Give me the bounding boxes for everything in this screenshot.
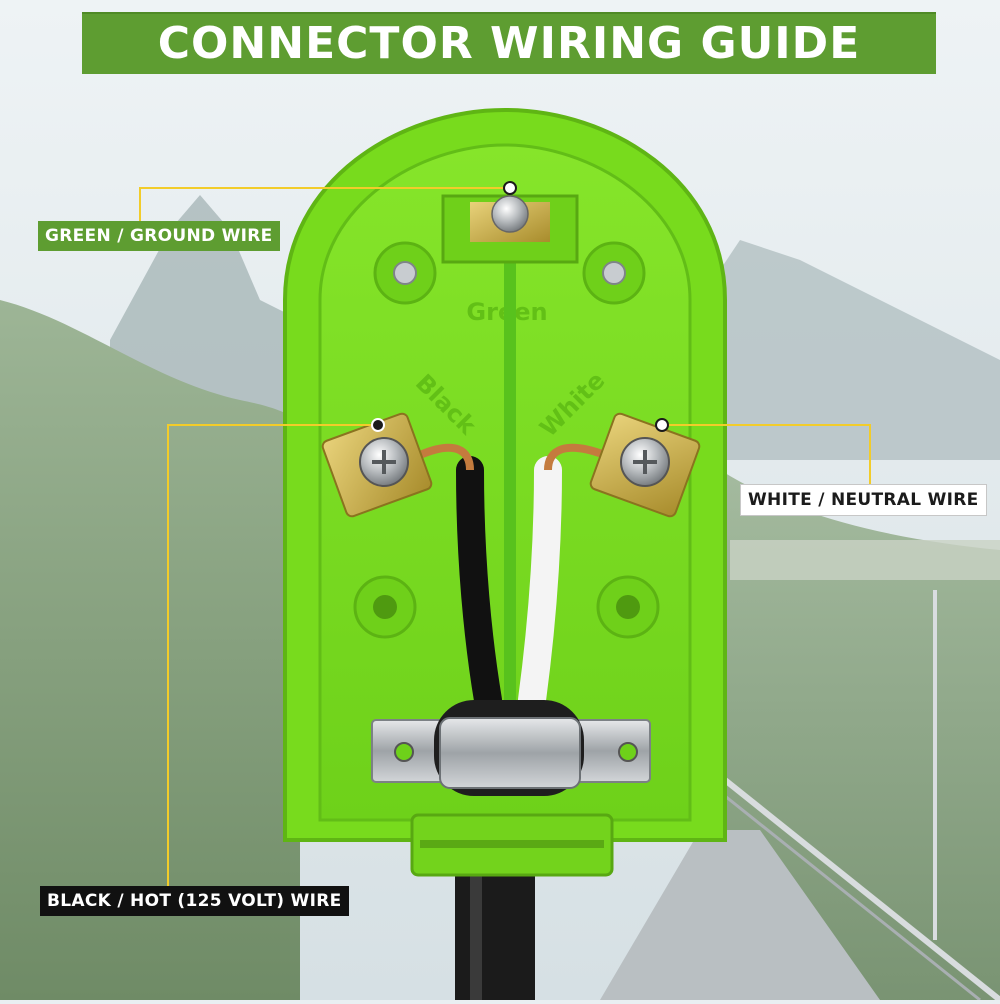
mounting-holes: [353, 241, 660, 639]
neutral-wire-label: WHITE / NEUTRAL WIRE: [740, 484, 987, 516]
forest-left: [0, 300, 300, 1000]
neutral-leader-line: [660, 424, 871, 484]
title-banner: CONNECTOR WIRING GUIDE: [82, 12, 936, 74]
white-wire: [518, 456, 562, 714]
leader-lines: [139, 187, 871, 890]
black-copper-strands: [418, 443, 474, 471]
valley-field: [730, 540, 1000, 580]
hot-wire-label: BLACK / HOT (125 VOLT) WIRE: [40, 886, 349, 916]
black-wire: [456, 456, 502, 714]
cord-highlight: [470, 870, 482, 1000]
ground-marker-dot: [503, 181, 517, 195]
hot-terminal: [321, 412, 433, 518]
strain-relief-groove: [420, 840, 604, 848]
page-title: CONNECTOR WIRING GUIDE: [157, 17, 861, 69]
bridge-rail-2: [704, 778, 981, 1002]
hot-marker-dot: [371, 418, 385, 432]
cable-clamp: [371, 700, 651, 796]
neutral-terminal: [589, 412, 701, 518]
bridge-rail: [698, 757, 1000, 1003]
hot-leader-line: [167, 424, 378, 890]
power-cord: [455, 870, 535, 1000]
forest-right: [720, 470, 1000, 1000]
mountain-right: [700, 240, 1000, 460]
ground-leader-line: [139, 187, 510, 222]
white-copper-strands: [544, 443, 607, 471]
ground-wire-label: GREEN / GROUND WIRE: [38, 221, 280, 251]
mountain-left: [110, 195, 300, 420]
ground-terminal: [441, 194, 579, 264]
neutral-marker-dot: [655, 418, 669, 432]
road: [600, 830, 880, 1000]
